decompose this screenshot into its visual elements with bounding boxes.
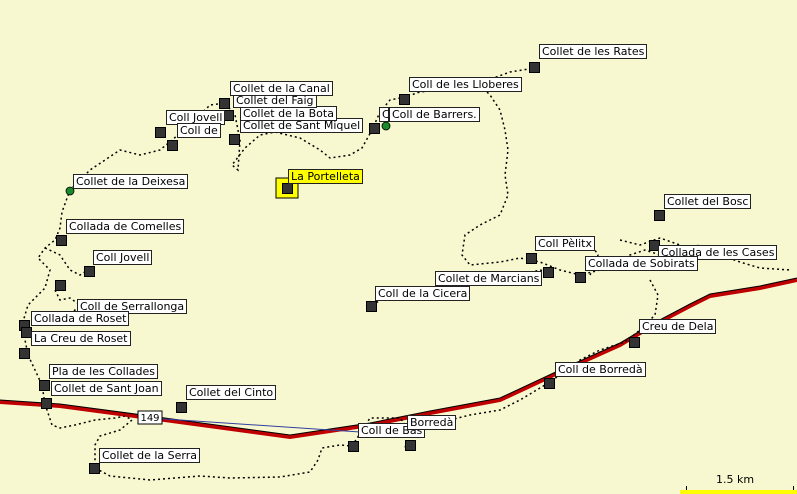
place-label-collet-de-la-serra[interactable]: Collet de la Serra xyxy=(99,448,200,463)
place-label-collada-de-roset[interactable]: Collada de Roset xyxy=(31,311,130,326)
place-label-collet-de-sant-miquel[interactable]: Collet de Sant Miquel xyxy=(240,118,364,133)
trail-line xyxy=(461,84,791,276)
place-marker[interactable] xyxy=(544,378,555,389)
place-label-creu-de-dela[interactable]: Creu de Dela xyxy=(639,319,717,334)
place-label-la-portelleta[interactable]: La Portelleta xyxy=(288,169,363,184)
place-marker[interactable] xyxy=(55,280,66,291)
place-marker[interactable] xyxy=(654,210,665,221)
trail-line xyxy=(44,403,411,481)
scale-label: 1.5 km xyxy=(716,473,755,486)
place-label-coll-de-partial[interactable]: Coll de xyxy=(177,123,221,138)
place-label-collet-de-marcians[interactable]: Collet de Marcians xyxy=(435,271,543,286)
place-marker[interactable] xyxy=(39,380,50,391)
place-label-coll-de-les-lloberes[interactable]: Coll de les Lloberes xyxy=(409,77,522,92)
place-marker[interactable] xyxy=(529,62,540,73)
place-marker[interactable] xyxy=(89,463,100,474)
road-line xyxy=(0,278,797,440)
place-marker[interactable] xyxy=(348,441,359,452)
place-marker[interactable] xyxy=(56,235,67,246)
place-label-collet-de-la-bota[interactable]: Collet de la Bota xyxy=(240,106,337,121)
place-label-coll-de-borreda[interactable]: Coll de Borredà xyxy=(555,362,646,377)
place-marker[interactable] xyxy=(369,123,380,134)
place-label-borreda[interactable]: Borredà xyxy=(407,415,457,430)
trail-line xyxy=(414,279,659,429)
trail-line xyxy=(21,67,536,405)
place-marker[interactable] xyxy=(167,140,178,151)
place-marker[interactable] xyxy=(176,402,187,413)
place-marker[interactable] xyxy=(575,272,586,283)
place-label-collet-del-cinto[interactable]: Collet del Cinto xyxy=(186,385,277,400)
place-label-collet-del-faig[interactable]: Collet del Faig xyxy=(233,93,317,108)
place-marker[interactable] xyxy=(526,253,537,264)
waypoint-dot[interactable] xyxy=(65,186,75,196)
place-label-collada-de-comelles[interactable]: Collada de Comelles xyxy=(66,219,185,234)
place-label-pla-de-les-collades[interactable]: Pla de les Collades xyxy=(49,364,158,379)
road-number: 149 xyxy=(140,413,159,424)
place-label-collet-de-les-rates[interactable]: Collet de les Rates xyxy=(539,44,648,59)
place-label-collet-de-sant-joan[interactable]: Collet de Sant Joan xyxy=(51,381,162,396)
place-label-collet-de-la-canal[interactable]: Collet de la Canal xyxy=(230,81,333,96)
place-marker[interactable] xyxy=(41,398,52,409)
place-marker[interactable] xyxy=(282,183,293,194)
place-marker[interactable] xyxy=(405,440,416,451)
place-label-collet-del-bosc[interactable]: Collet del Bosc xyxy=(664,194,752,209)
place-label-collet-de-la-deixesa[interactable]: Collet de la Deixesa xyxy=(73,174,189,189)
place-label-coll-fragment: C xyxy=(379,107,389,122)
waypoint-dot[interactable] xyxy=(381,121,391,131)
status-strip xyxy=(680,490,797,494)
place-marker[interactable] xyxy=(366,301,377,312)
place-label-collada-de-sobirats[interactable]: Collada de Sobirats xyxy=(585,256,698,271)
place-marker[interactable] xyxy=(19,348,30,359)
place-marker[interactable] xyxy=(155,127,166,138)
place-label-coll-de-barrers[interactable]: Coll de Barrers. xyxy=(389,107,480,122)
place-marker[interactable] xyxy=(399,94,410,105)
place-label-coll-pelitx[interactable]: Coll Pèlitx xyxy=(535,236,595,251)
place-label-coll-de-la-cicera[interactable]: Coll de la Cicera xyxy=(375,286,471,301)
road-number-plate xyxy=(137,410,163,425)
place-marker[interactable] xyxy=(229,134,240,145)
road-line xyxy=(149,417,361,433)
place-label-coll-jovell[interactable]: Coll Jovell xyxy=(93,250,153,265)
place-marker[interactable] xyxy=(84,266,95,277)
place-marker[interactable] xyxy=(543,267,554,278)
place-label-la-creu-de-roset[interactable]: La Creu de Roset xyxy=(31,331,131,346)
trail-line xyxy=(44,247,89,276)
place-marker[interactable] xyxy=(629,337,640,348)
place-label-coll-de-serrallonga[interactable]: Coll de Serrallonga xyxy=(77,299,188,314)
place-marker[interactable] xyxy=(219,98,230,109)
